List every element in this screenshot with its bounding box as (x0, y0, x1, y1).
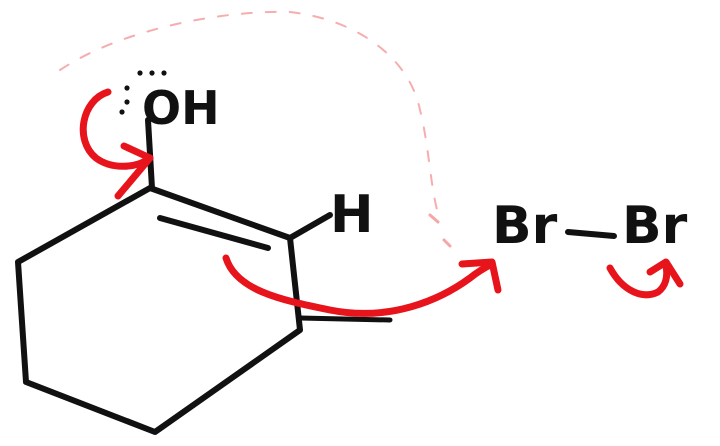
c-h-bond (287, 212, 333, 241)
faint-dashes-near-br (428, 213, 452, 248)
hydrogen-label: H (330, 185, 374, 245)
hydroxyl-label: OH (142, 81, 220, 135)
br-bond-arrow (606, 262, 671, 299)
lone-pair-dots (119, 70, 167, 115)
ring-tail-line (297, 315, 393, 323)
pi-bond-arrow (222, 254, 496, 317)
c-oh-bond (145, 117, 155, 191)
faint-dashed-arc (59, 10, 441, 221)
lone-pair-arrowhead (114, 142, 154, 200)
bromine-right-label: Br (622, 196, 688, 256)
bromine-left-label: Br (492, 196, 558, 256)
br-bond-arrowhead (646, 258, 684, 288)
double-bond-line (157, 215, 271, 251)
lone-pair-arrow (79, 88, 154, 170)
cyclohexane-ring (15, 185, 303, 435)
pi-bond-arrowhead (458, 258, 502, 294)
br-br-bond (565, 229, 617, 239)
